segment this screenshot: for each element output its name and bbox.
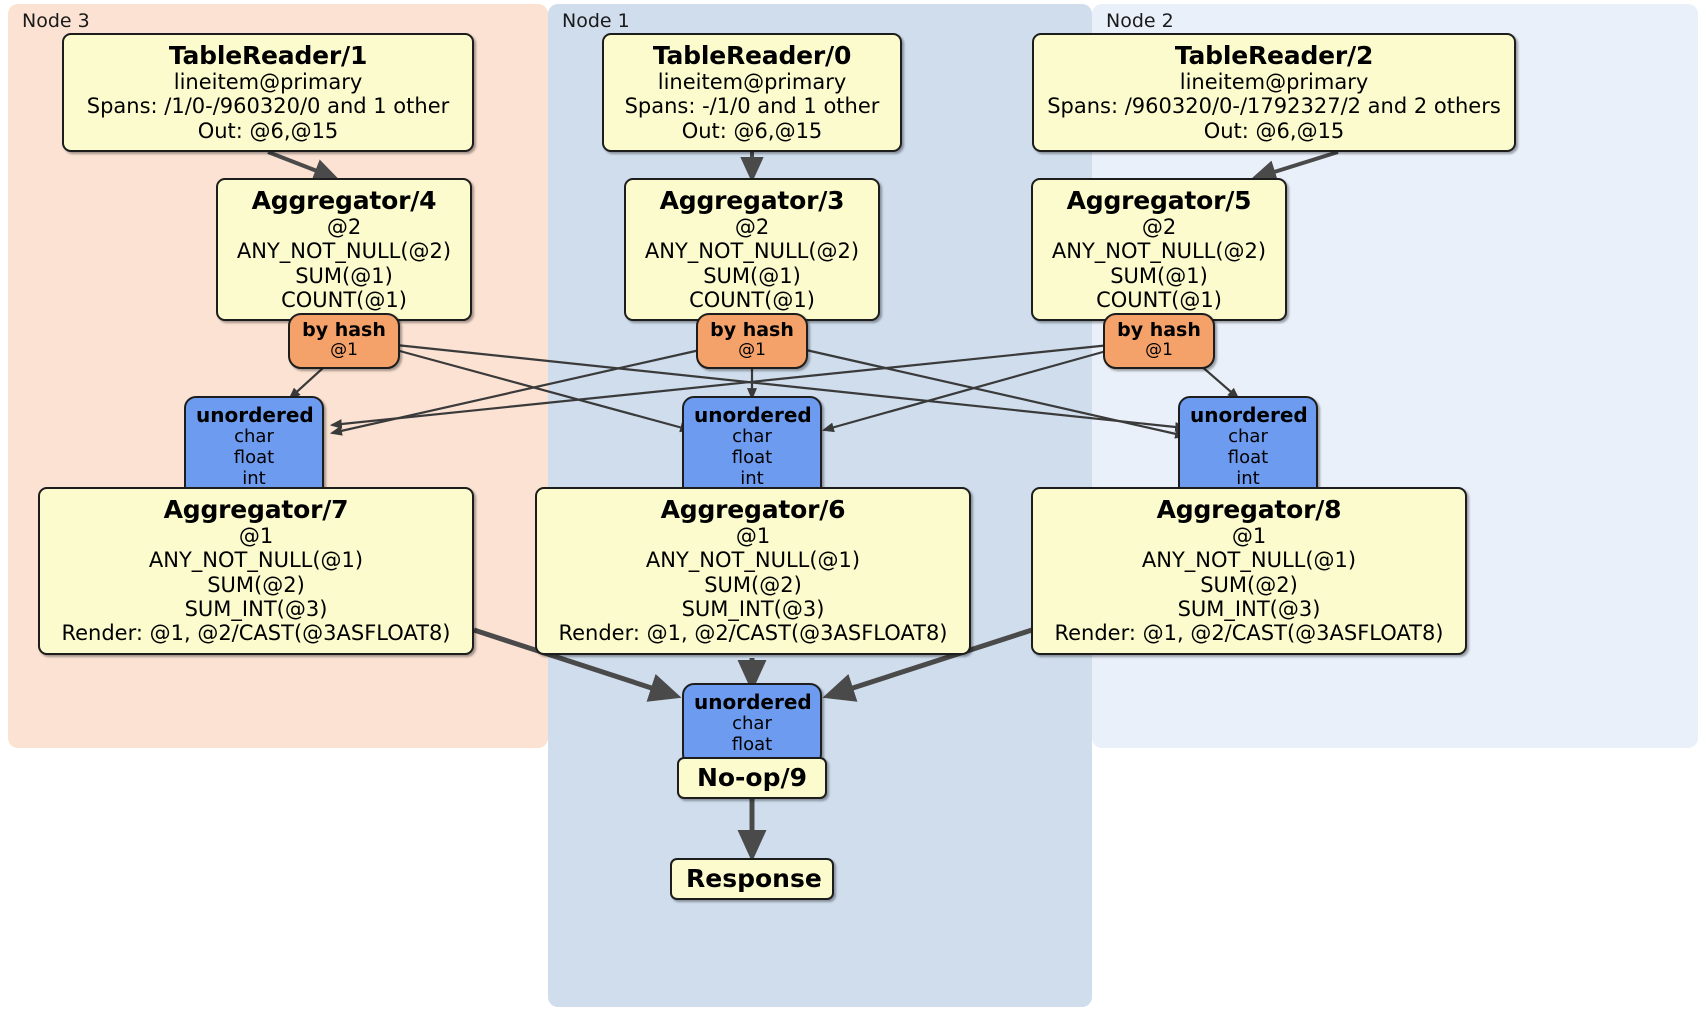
processor-title: Aggregator/6 — [660, 495, 846, 524]
processor-response[interactable]: Response — [670, 858, 834, 900]
processor-line: ANY_NOT_NULL(@2) — [236, 239, 452, 264]
processor-no-op-9[interactable]: No-op/9 — [677, 757, 827, 799]
stream-line: float — [731, 447, 773, 469]
processor-line: SUM_INT(@3) — [681, 597, 825, 622]
processor-line: COUNT(@1) — [1096, 288, 1222, 313]
processor-line: COUNT(@1) — [689, 288, 815, 313]
processor-line: @2 — [326, 215, 362, 239]
stream-line: int — [242, 467, 266, 489]
processor-aggregator-6[interactable]: Aggregator/6 @1 ANY_NOT_NULL(@1) SUM(@2)… — [535, 487, 971, 655]
stream-line: int — [740, 467, 764, 489]
stream-line: char — [234, 426, 274, 448]
processor-line: SUM(@1) — [1110, 263, 1208, 288]
processor-line: Render: @1, @2/CAST(@3ASFLOAT8) — [558, 621, 948, 646]
processor-title: Aggregator/8 — [1156, 495, 1342, 524]
panel-label-node-1: Node 1 — [562, 10, 630, 32]
router-by-hash-node-1[interactable]: by hash @1 — [696, 313, 808, 369]
processor-line: ANY_NOT_NULL(@1) — [148, 548, 364, 573]
processor-title: TableReader/2 — [1174, 41, 1374, 70]
processor-title: Aggregator/5 — [1066, 186, 1252, 215]
processor-line: Spans: /960320/0-/1792327/2 and 2 others — [1047, 94, 1501, 119]
processor-line: SUM(@1) — [703, 263, 801, 288]
router-line: @1 — [330, 340, 358, 361]
stream-unordered-node-2[interactable]: unordered char float int — [1178, 396, 1318, 500]
processor-title: TableReader/0 — [652, 41, 852, 70]
router-title: by hash — [1117, 319, 1201, 341]
processor-line: Out: @6,@15 — [197, 118, 339, 143]
stream-line: float — [233, 447, 275, 469]
processor-aggregator-7[interactable]: Aggregator/7 @1 ANY_NOT_NULL(@1) SUM(@2)… — [38, 487, 474, 655]
processor-line: @2 — [734, 215, 770, 239]
processor-line: lineitem@primary — [173, 70, 363, 94]
processor-line: lineitem@primary — [657, 70, 847, 94]
panel-label-node-3: Node 3 — [22, 10, 90, 32]
stream-unordered-node-1[interactable]: unordered char float int — [682, 396, 822, 500]
processor-aggregator-5[interactable]: Aggregator/5 @2 ANY_NOT_NULL(@2) SUM(@1)… — [1031, 178, 1287, 322]
processor-line: ANY_NOT_NULL(@2) — [1051, 239, 1267, 264]
processor-line: lineitem@primary — [1179, 70, 1369, 94]
processor-aggregator-8[interactable]: Aggregator/8 @1 ANY_NOT_NULL(@1) SUM(@2)… — [1031, 487, 1467, 655]
panel-label-node-2: Node 2 — [1106, 10, 1174, 32]
processor-line: SUM(@2) — [207, 572, 305, 597]
router-title: by hash — [302, 319, 386, 341]
processor-line: SUM(@1) — [295, 263, 393, 288]
stream-title: unordered — [196, 403, 314, 427]
processor-title: Aggregator/3 — [659, 186, 845, 215]
processor-aggregator-3[interactable]: Aggregator/3 @2 ANY_NOT_NULL(@2) SUM(@1)… — [624, 178, 880, 322]
processor-line: SUM(@2) — [1200, 572, 1298, 597]
stream-unordered-final[interactable]: unordered char float — [682, 683, 822, 766]
processor-line: ANY_NOT_NULL(@1) — [645, 548, 861, 573]
stream-line: char — [1228, 426, 1268, 448]
processor-title: No-op/9 — [696, 763, 808, 792]
processor-line: SUM_INT(@3) — [184, 597, 328, 622]
processor-line: Render: @1, @2/CAST(@3ASFLOAT8) — [61, 621, 451, 646]
processor-title: Response — [686, 864, 822, 893]
stream-line: float — [1227, 447, 1269, 469]
processor-line: ANY_NOT_NULL(@1) — [1141, 548, 1357, 573]
router-line: @1 — [1145, 340, 1173, 361]
processor-line: @2 — [1141, 215, 1177, 239]
processor-line: SUM(@2) — [704, 572, 802, 597]
stream-unordered-node-3[interactable]: unordered char float int — [184, 396, 324, 500]
processor-line: @1 — [735, 524, 771, 548]
processor-line: @1 — [1231, 524, 1267, 548]
processor-line: COUNT(@1) — [281, 288, 407, 313]
processor-line: Spans: -/1/0 and 1 other — [624, 94, 880, 119]
stream-line: char — [732, 713, 772, 735]
processor-line: Spans: /1/0-/960320/0 and 1 other — [86, 94, 450, 119]
processor-aggregator-4[interactable]: Aggregator/4 @2 ANY_NOT_NULL(@2) SUM(@1)… — [216, 178, 472, 322]
router-by-hash-node-3[interactable]: by hash @1 — [288, 313, 400, 369]
processor-table-reader-0[interactable]: TableReader/0 lineitem@primary Spans: -/… — [602, 33, 902, 153]
stream-title: unordered — [694, 403, 812, 427]
processor-line: SUM_INT(@3) — [1177, 597, 1321, 622]
processor-line: ANY_NOT_NULL(@2) — [644, 239, 860, 264]
stream-line: char — [732, 426, 772, 448]
processor-line: Out: @6,@15 — [681, 118, 823, 143]
processor-line: Render: @1, @2/CAST(@3ASFLOAT8) — [1054, 621, 1444, 646]
stream-line: float — [731, 734, 773, 756]
processor-title: Aggregator/7 — [163, 495, 349, 524]
processor-table-reader-2[interactable]: TableReader/2 lineitem@primary Spans: /9… — [1032, 33, 1516, 153]
processor-line: Out: @6,@15 — [1203, 118, 1345, 143]
router-title: by hash — [710, 319, 794, 341]
processor-title: Aggregator/4 — [251, 186, 437, 215]
stream-line: int — [1236, 467, 1260, 489]
stream-title: unordered — [694, 690, 812, 714]
stream-title: unordered — [1190, 403, 1308, 427]
router-by-hash-node-2[interactable]: by hash @1 — [1103, 313, 1215, 369]
processor-title: TableReader/1 — [168, 41, 368, 70]
router-line: @1 — [738, 340, 766, 361]
processor-table-reader-1[interactable]: TableReader/1 lineitem@primary Spans: /1… — [62, 33, 474, 153]
processor-line: @1 — [238, 524, 274, 548]
